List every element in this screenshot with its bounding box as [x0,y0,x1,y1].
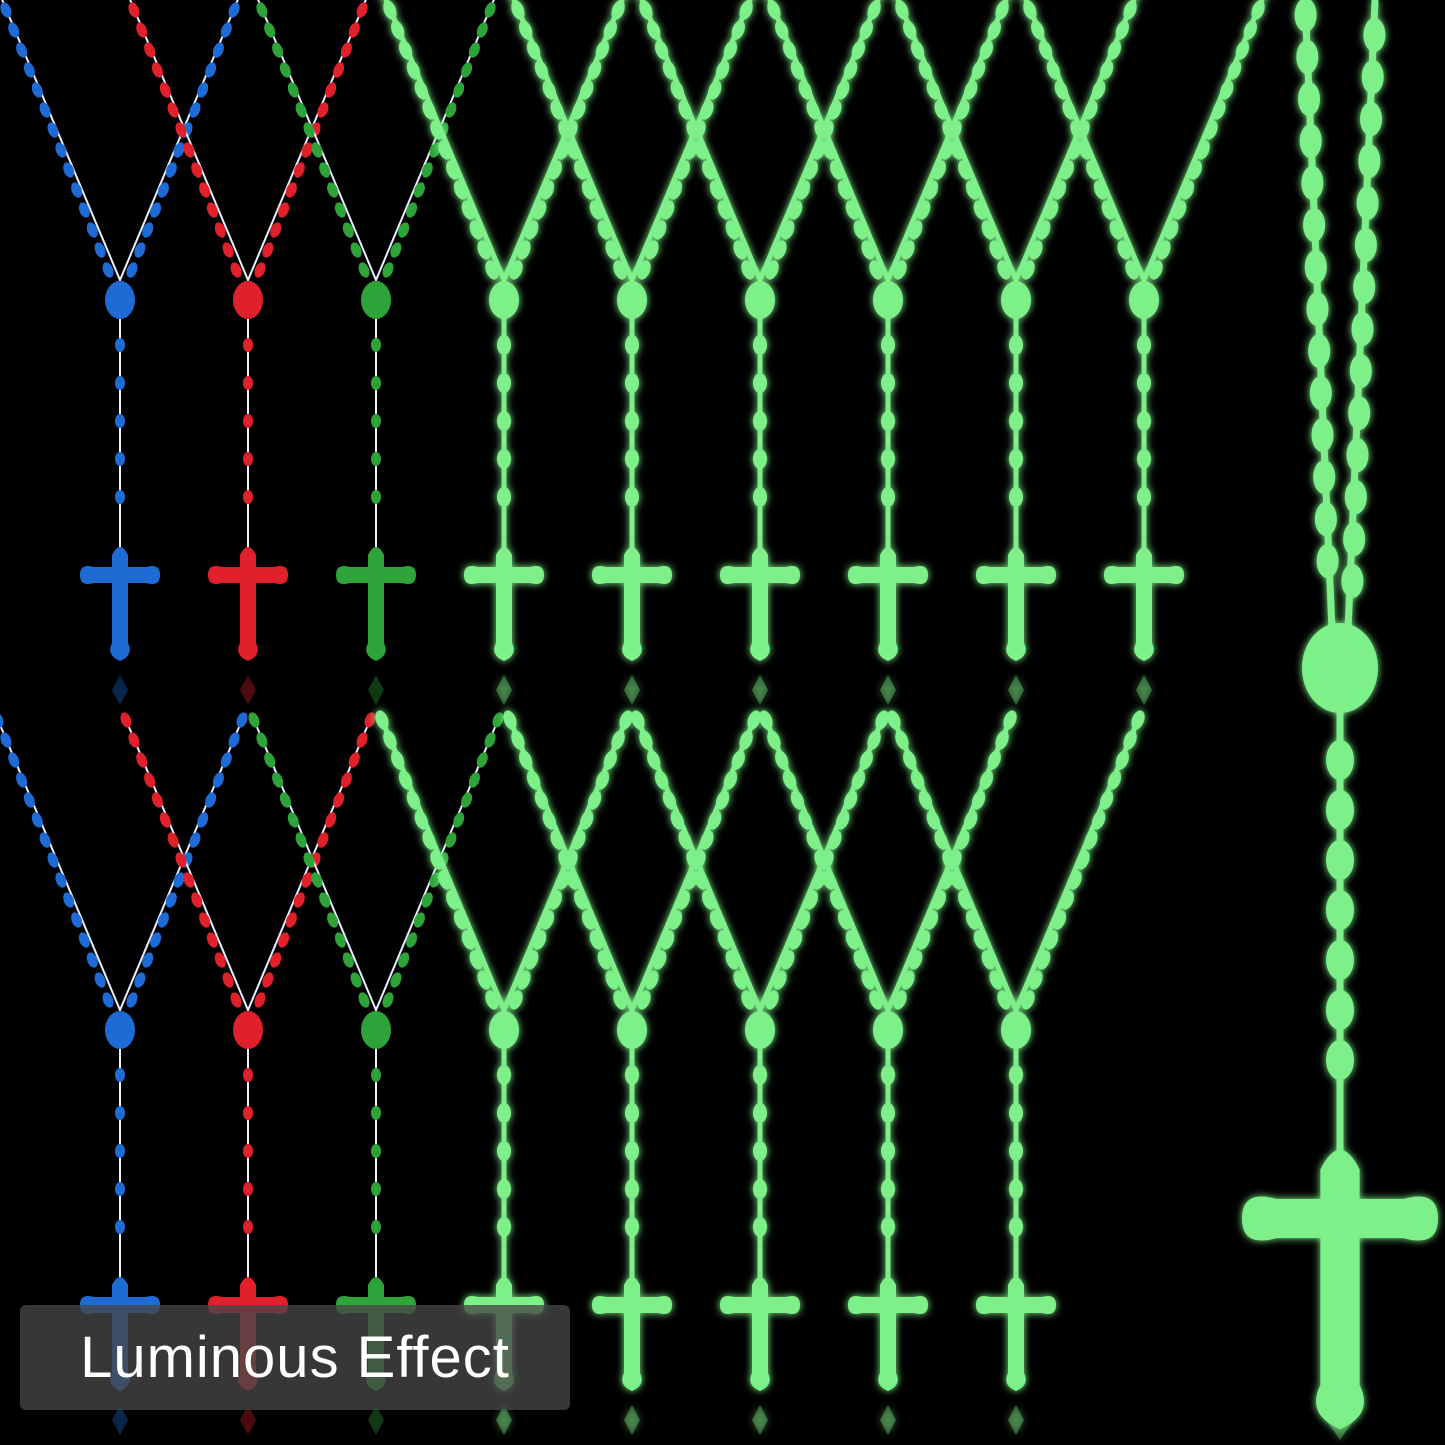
bottom-row-rosary-5 [503,710,761,1435]
bottom-row-rosary-7 [759,710,1017,1435]
top-row-rosary-6 [639,0,881,705]
top-row-rosary-2 [128,0,368,705]
top-row-rosary-8 [895,0,1137,705]
closeup-rosary [1242,0,1438,1440]
top-row-rosary-3 [256,0,496,705]
top-row-rosary-4 [383,0,625,705]
top-row-rosary-9 [1023,0,1265,705]
caption-text: Luminous Effect [80,1325,510,1390]
top-row-rosary-5 [511,0,753,705]
top-row-rosary-7 [767,0,1009,705]
caption-banner: Luminous Effect [20,1305,570,1410]
bottom-row-rosary-8 [887,710,1145,1435]
